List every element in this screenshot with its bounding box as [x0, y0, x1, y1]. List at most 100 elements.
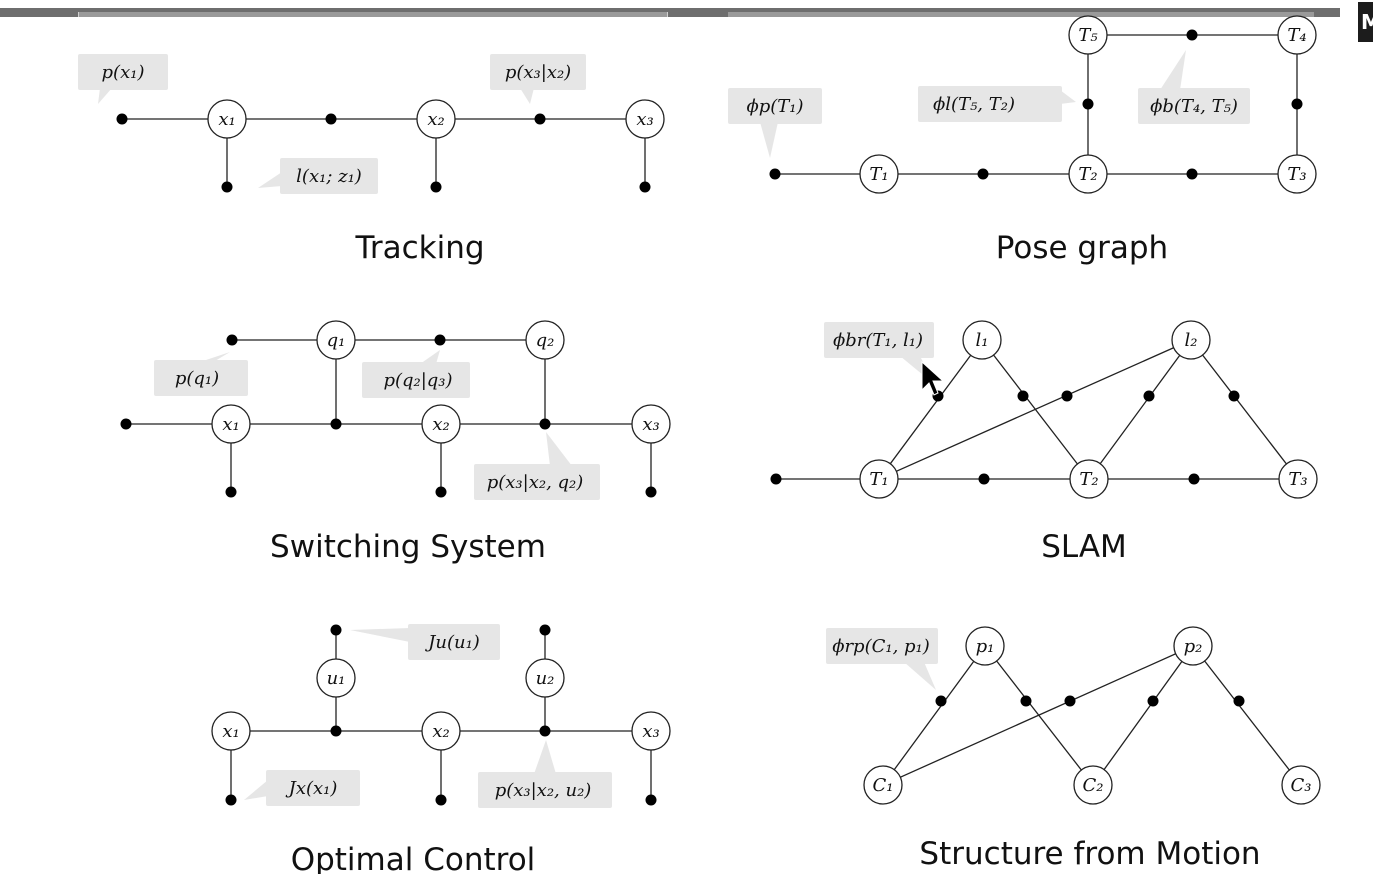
callout-prior: ϕp(T₁): [728, 88, 822, 158]
variable-node-x3: x₃: [631, 404, 671, 444]
corner-tab[interactable]: M: [1358, 2, 1373, 42]
callout-label: p(x₃|x₂, u₂): [495, 780, 592, 801]
callout-likelihood: l(x₁; z₁): [258, 158, 378, 194]
diagram-optimal-control: u₁ u₂ x₁ x₂ x₃ Ju(u₁) Jx(x₁) p(x₃|x₂, u₂…: [211, 624, 671, 874]
factor-node: [330, 418, 342, 430]
variable-node-T5: T₅: [1068, 15, 1108, 55]
diagram-title: Structure from Motion: [919, 836, 1260, 872]
variable-label: T₂: [1079, 469, 1098, 490]
factor-node: [1233, 695, 1245, 707]
variable-node-C3: C₃: [1281, 765, 1321, 805]
diagram-title: Optimal Control: [291, 842, 536, 874]
variable-label: x₁: [218, 109, 235, 130]
diagram-title: Tracking: [354, 230, 484, 266]
variable-label: x₂: [432, 721, 449, 742]
factor-node: [1082, 98, 1094, 110]
variable-node-T2: T₂: [1068, 154, 1108, 194]
factor-node: [639, 181, 651, 193]
variable-label: x₂: [427, 109, 444, 130]
variable-label: T₃: [1287, 164, 1306, 185]
factor-node: [1186, 168, 1198, 180]
callout-label: Ju(u₁): [424, 632, 480, 653]
callout-dynamics: p(x₃|x₂, u₂): [478, 740, 612, 808]
diagram-pose-graph: T₁ T₂ T₃ T₄ T₅ ϕp(T₁) ϕl(T₅, T₂) ϕb(T₄, …: [728, 15, 1317, 266]
variable-node-q1: q₁: [316, 320, 356, 360]
variable-node-T4: T₄: [1277, 15, 1317, 55]
variable-label: l₁: [976, 330, 989, 351]
factor-node: [225, 486, 237, 498]
factor-node: [226, 334, 238, 346]
callout-label: p(x₁): [102, 62, 145, 83]
variable-node-T3: T₃: [1277, 154, 1317, 194]
factor-node: [1291, 98, 1303, 110]
callout-label: ϕbr(T₁, l₁): [833, 330, 923, 351]
variable-label: T₄: [1287, 25, 1306, 46]
diagram-title: Pose graph: [996, 230, 1168, 266]
factor-node: [325, 113, 337, 125]
variable-node-T1: T₁: [859, 154, 899, 194]
callout-prior: p(x₁): [78, 54, 168, 104]
diagram-tracking: x₁ x₂ x₃ p(x₁) p(x₃|x₂) l(x₁; z₁) Tracki…: [78, 54, 665, 266]
variable-node-u1: u₁: [316, 658, 356, 698]
variable-node-C1: C₁: [863, 765, 903, 805]
variable-label: T₅: [1078, 25, 1097, 46]
variable-node-C2: C₂: [1073, 765, 1113, 805]
factor-node: [1020, 695, 1032, 707]
variable-label: C₁: [873, 775, 894, 796]
variable-node-T2: T₂: [1069, 459, 1109, 499]
factor-node: [1147, 695, 1159, 707]
factor-node: [534, 113, 546, 125]
variable-node-p2: p₂: [1173, 626, 1213, 666]
variable-node-T3: T₃: [1278, 459, 1318, 499]
factor-node: [221, 181, 233, 193]
variable-label: q₁: [327, 330, 346, 351]
variable-label: p₂: [1184, 636, 1203, 657]
callout-between: ϕb(T₄, T₅): [1138, 50, 1250, 124]
callout-state-cost: Jx(x₁): [244, 770, 360, 806]
factor-node: [1228, 390, 1240, 402]
variable-node-T1: T₁: [859, 459, 899, 499]
factor-node: [645, 486, 657, 498]
callout-dynamics: p(x₃|x₂, q₂): [474, 432, 600, 500]
callout-bearing-range: ϕbr(T₁, l₁): [824, 322, 934, 384]
factor-node: [935, 695, 947, 707]
factor-node: [330, 725, 342, 737]
variable-node-x3: x₃: [631, 711, 671, 751]
variable-node-x2: x₂: [421, 404, 461, 444]
callout-label: p(q₁): [175, 368, 219, 389]
variable-label: x₂: [432, 414, 449, 435]
factor-node: [1186, 29, 1198, 41]
factor-node: [435, 794, 447, 806]
variable-label: q₂: [536, 330, 555, 351]
top-bar-segment-left: [78, 12, 668, 17]
factor-node: [1143, 390, 1155, 402]
variable-label: x₃: [642, 721, 659, 742]
top-window-bar: [0, 8, 1340, 17]
variable-label: x₁: [222, 414, 239, 435]
callout-label: l(x₁; z₁): [296, 166, 362, 187]
variable-node-l1: l₁: [962, 320, 1002, 360]
variable-node-q2: q₂: [525, 320, 565, 360]
variable-node-l2: l₂: [1171, 320, 1211, 360]
variable-label: l₂: [1185, 330, 1198, 351]
callout-label: Jx(x₁): [285, 778, 338, 799]
variable-label: p₁: [976, 636, 995, 657]
edges: [776, 339, 1299, 480]
variable-label: T₁: [869, 469, 888, 490]
variable-node-x3: x₃: [625, 99, 665, 139]
edges: [882, 645, 1302, 786]
factor-node: [1017, 390, 1029, 402]
variable-label: u₁: [327, 668, 346, 689]
variable-label: x₁: [222, 721, 239, 742]
variable-label: C₂: [1083, 775, 1104, 796]
variable-label: T₃: [1288, 469, 1307, 490]
variable-label: C₃: [1291, 775, 1312, 796]
factor-node: [769, 168, 781, 180]
callout-loop: ϕl(T₅, T₂): [918, 86, 1076, 122]
diagram-sfm: p₁ p₂ C₁ C₂ C₃ ϕrp(C₁, p₁) Structure fro…: [826, 626, 1321, 872]
variable-label: x₃: [636, 109, 653, 130]
variable-node-x2: x₂: [416, 99, 456, 139]
factor-node: [539, 725, 551, 737]
factor-node: [330, 624, 342, 636]
